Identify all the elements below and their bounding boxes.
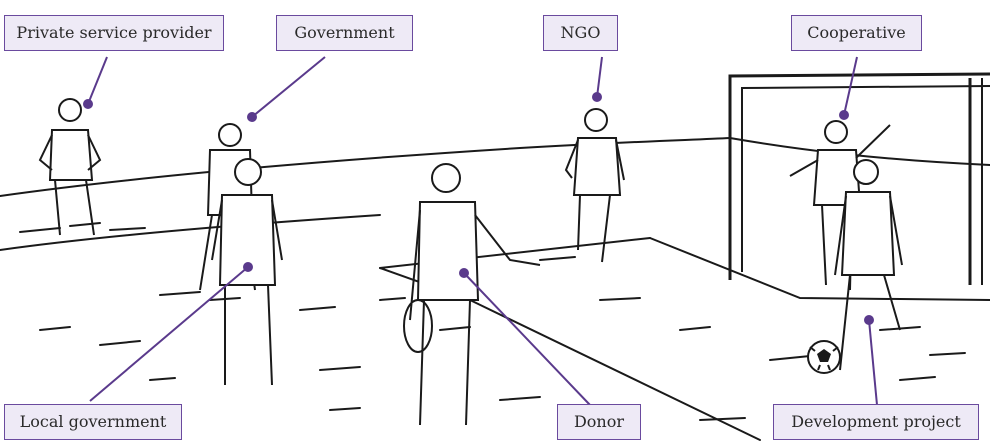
football <box>807 340 841 374</box>
label-donor: Donor <box>557 404 641 440</box>
person-private-service-provider <box>38 98 102 236</box>
person-development-project <box>834 159 903 371</box>
label-local-government: Local government <box>4 404 182 440</box>
label-connectors <box>83 56 878 406</box>
label-cooperative: Cooperative <box>791 15 922 51</box>
label-private-service-provider: Private service provider <box>4 15 224 51</box>
label-development-project: Development project <box>773 404 979 440</box>
person-local-government <box>211 158 283 386</box>
label-ngo: NGO <box>543 15 618 51</box>
person-donor <box>403 163 541 426</box>
label-government: Government <box>276 15 413 51</box>
ground-texture <box>19 222 966 421</box>
goal <box>728 72 990 285</box>
person-ngo <box>564 108 625 263</box>
